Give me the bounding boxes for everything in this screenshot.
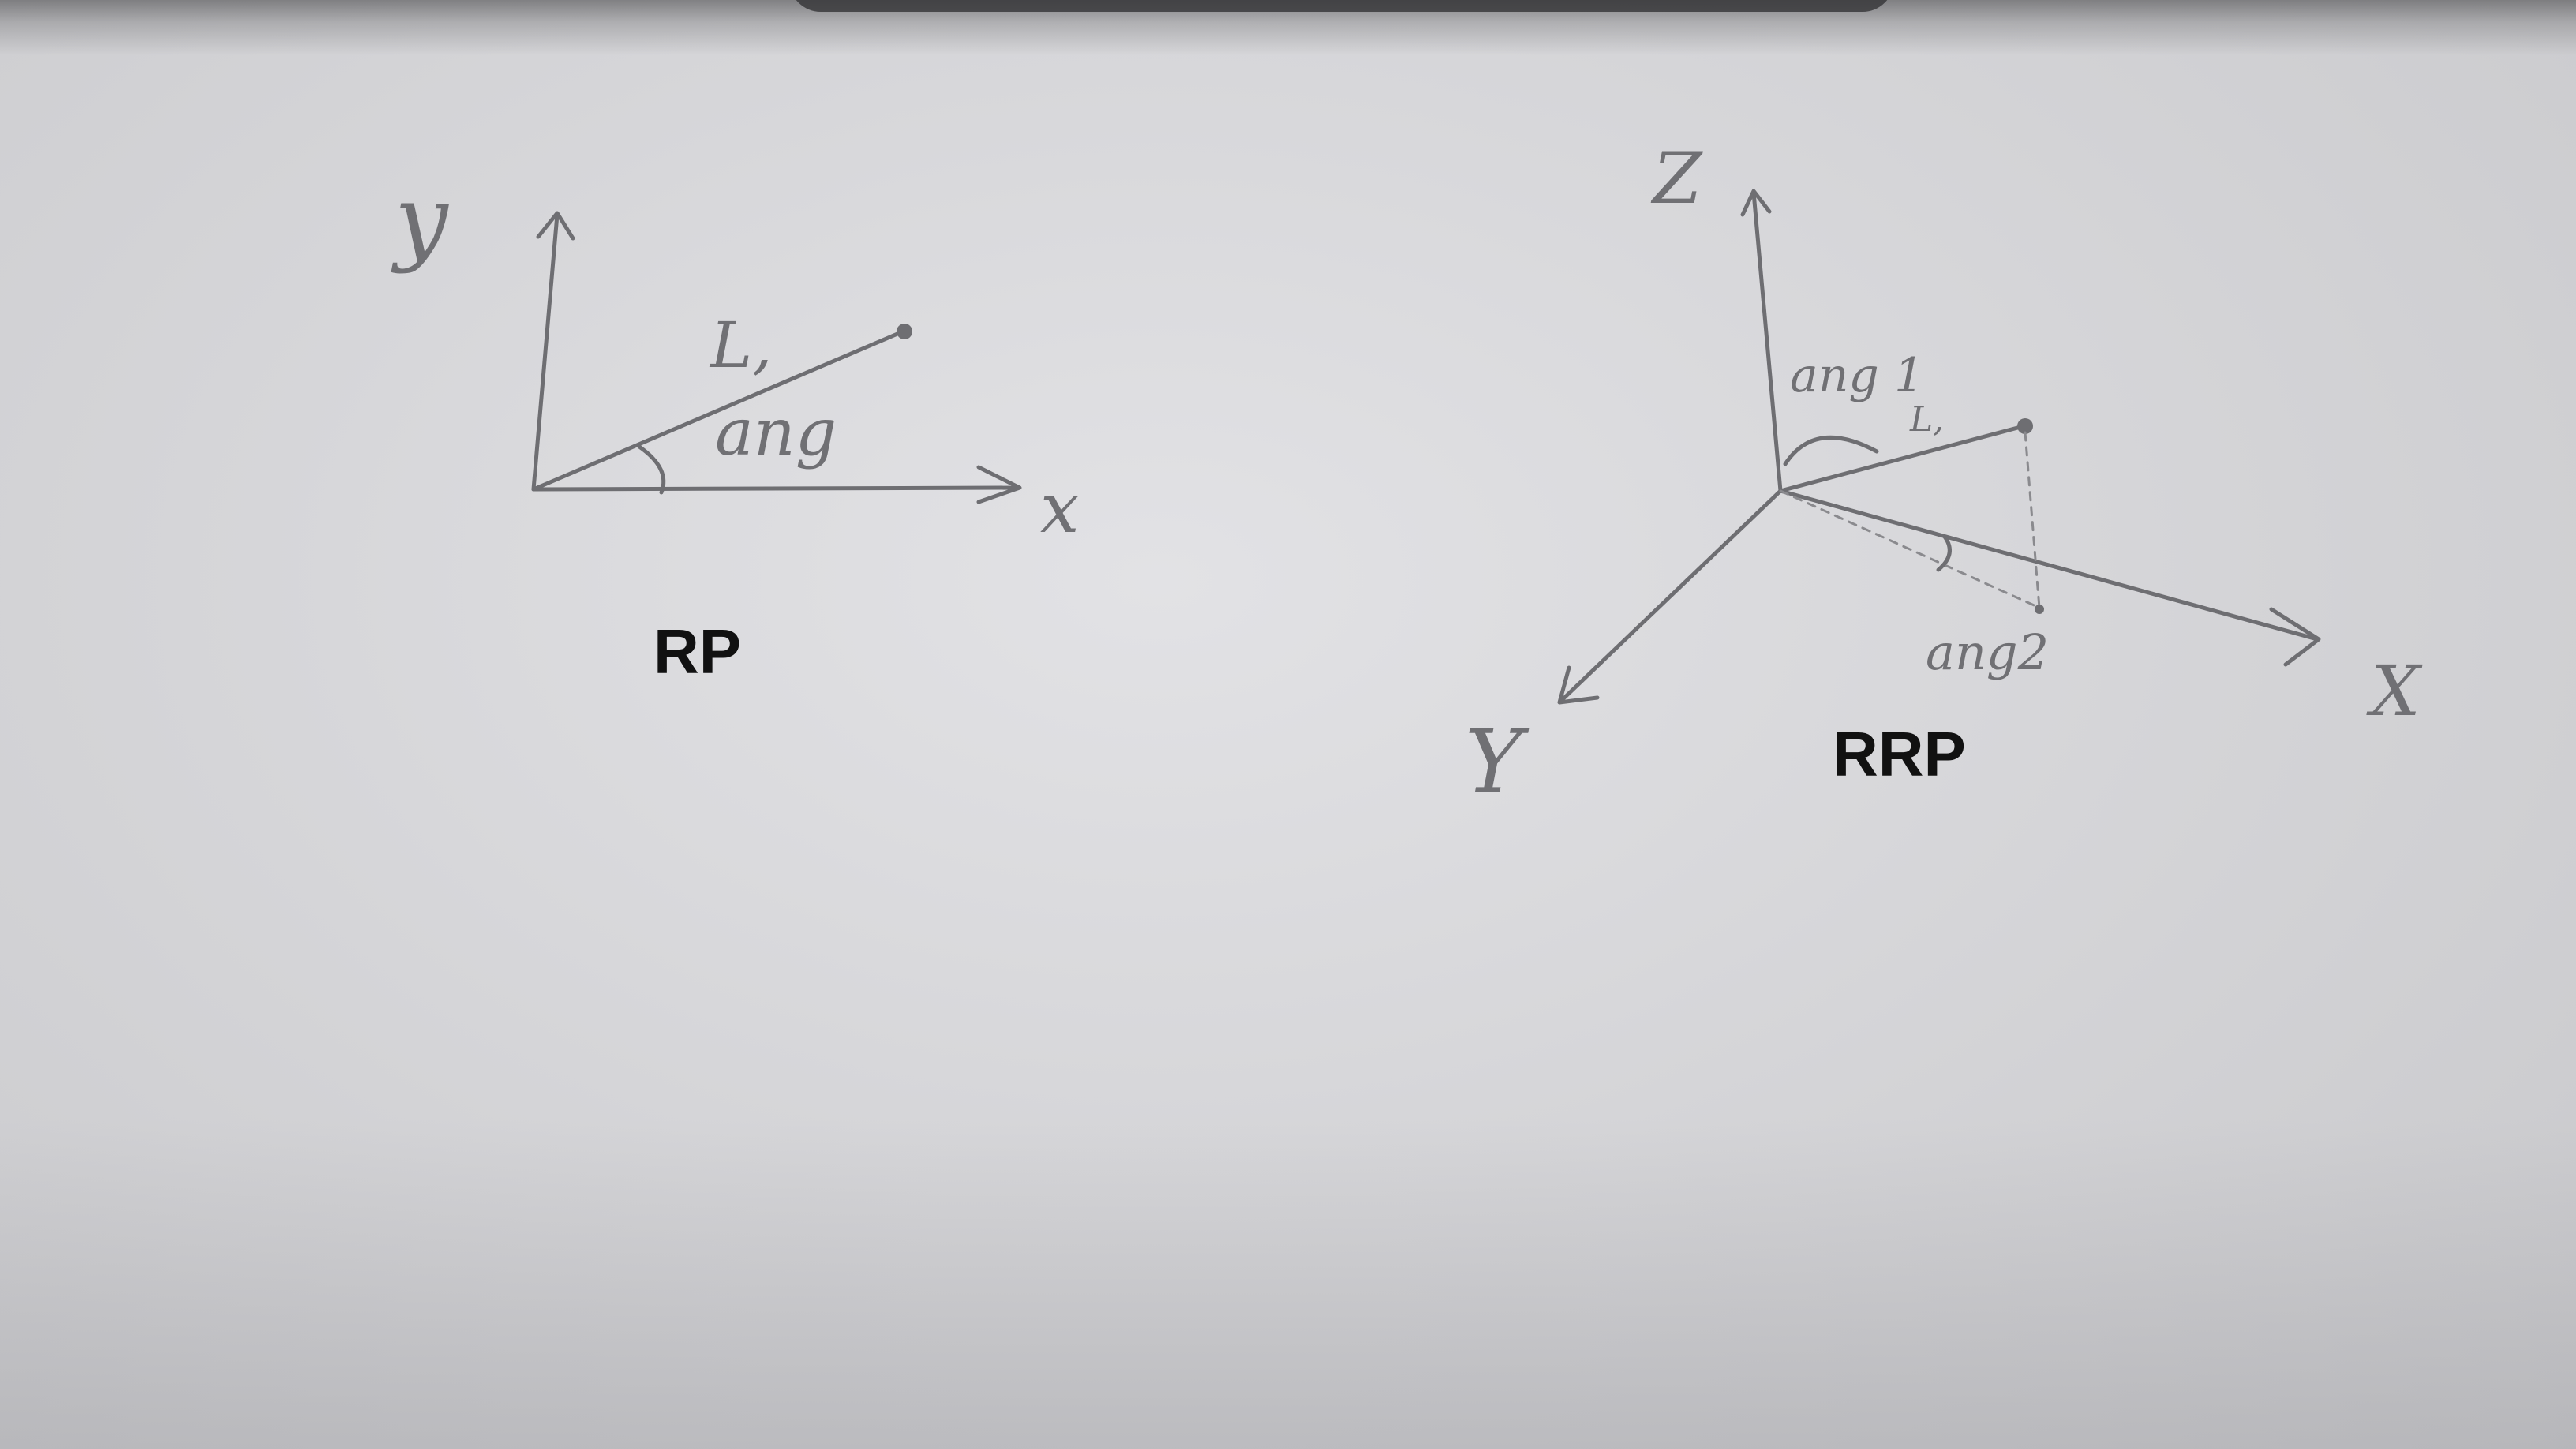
rrp-x-axis-arrowhead: [2269, 607, 2321, 667]
rrp-y-axis: [1559, 489, 1783, 703]
rrp-y-axis-label: Y: [1465, 711, 1522, 812]
rrp-link-end: [2017, 418, 2033, 434]
rrp-link: [1778, 424, 2026, 493]
rp-y-axis: [531, 212, 560, 492]
rrp-angle2-label: ang2: [1926, 623, 2050, 681]
rp-y-axis-arrowhead: [536, 211, 575, 241]
rrp-x-axis: [1778, 489, 2320, 642]
rrp-diagram: [1557, 189, 2321, 705]
rp-caption: RP: [653, 616, 742, 687]
rp-x-axis-label: x: [1040, 467, 1080, 549]
rrp-projection-point: [2035, 605, 2044, 614]
rp-angle-label: ang: [715, 395, 837, 470]
rrp-z-axis-arrowhead: [1740, 189, 1772, 217]
rp-diagram: [531, 211, 1022, 504]
rrp-caption: RRP: [1833, 719, 1966, 789]
rrp-angle1-arc: [1783, 435, 1879, 466]
rrp-angle1-label: ang 1: [1790, 348, 1925, 403]
rrp-projection-line: [1779, 489, 2041, 609]
photo-top-object: [789, 0, 1894, 12]
photo-bottom-shade: [0, 1118, 2576, 1449]
rrp-x-axis-label: X: [2371, 650, 2421, 732]
rrp-projection-vertical: [2024, 431, 2041, 609]
rrp-z-axis: [1751, 190, 1783, 493]
rp-x-axis-arrowhead: [976, 465, 1022, 504]
rrp-link-label: L,: [1910, 399, 1945, 440]
rp-link-end: [897, 324, 912, 339]
rp-link: [531, 329, 905, 492]
rrp-y-axis-arrowhead: [1557, 665, 1600, 705]
rrp-angle2-arc: [1936, 534, 1952, 572]
rp-angle-arc: [637, 444, 666, 495]
rrp-z-axis-label: Z: [1653, 137, 1702, 220]
rp-x-axis: [531, 485, 1020, 492]
rp-y-axis-label: y: [395, 166, 448, 275]
rp-link-label: L,: [710, 309, 773, 382]
